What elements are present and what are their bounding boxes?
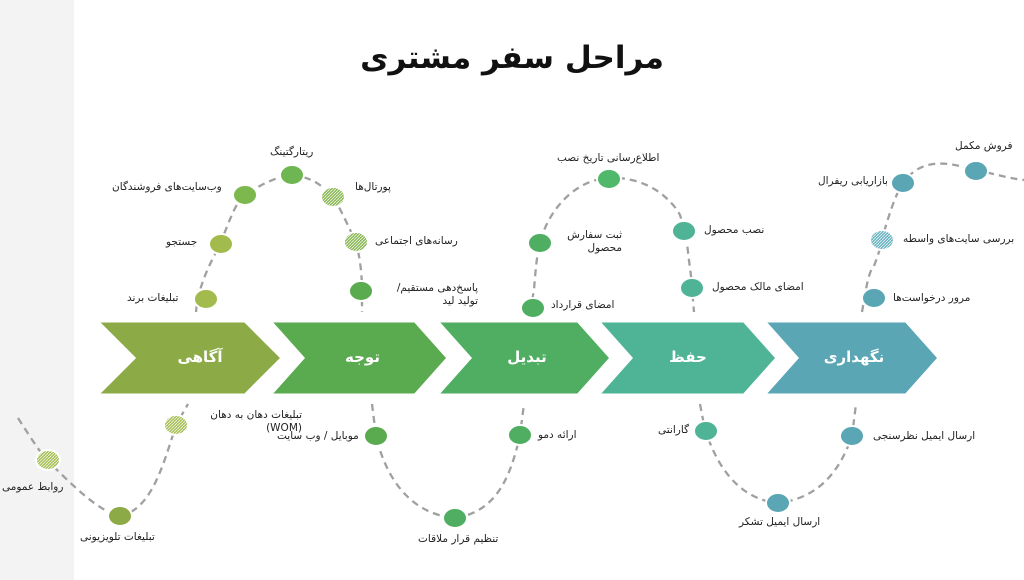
touchpoint-label: فروش مکمل [955, 140, 1013, 152]
touchpoint-label: مرور درخواست‌ها [893, 292, 971, 304]
node-retargeting [279, 164, 305, 186]
touchpoint-label: رسانه‌های اجتماعی [375, 235, 458, 247]
stage-arrow-retention [594, 319, 780, 397]
stage-arrow-awareness [93, 319, 285, 397]
touchpoint-label: امضای قرارداد [551, 299, 615, 311]
node-thank-you-email [765, 492, 791, 514]
stage-label-loyalty: نگهداری [823, 348, 885, 366]
path-consideration-bottom [370, 403, 526, 520]
touchpoint-label: گارانتی [658, 424, 690, 436]
touchpoint-label: جستجو [166, 236, 198, 248]
node-public-relations [35, 449, 61, 471]
node-owner-signature [679, 277, 705, 299]
touchpoint-label: وب‌سایت‌های فروشندگان [112, 181, 222, 193]
touchpoint-label: ثبت سفارش محصول [567, 229, 622, 254]
node-mobile-web [363, 425, 389, 447]
path-retention-bottom [698, 403, 858, 505]
node-word-of-mouth [163, 414, 189, 436]
touchpoint-label: پورتال‌ها [355, 181, 391, 193]
node-warranty [693, 420, 719, 442]
path-awareness-bottom [17, 403, 189, 518]
stage-arrow-consideration [266, 319, 451, 397]
left-margin-strip [0, 0, 74, 580]
stage-arrow-conversion [433, 319, 614, 397]
stage-label-retention: حفظ [669, 348, 707, 366]
node-vendor-websites [232, 184, 258, 206]
touchpoint-label: ارسال ایمیل تشکر [739, 516, 821, 528]
touchpoint-nodes [35, 160, 989, 529]
node-referral-marketing [890, 172, 916, 194]
node-tv-ads [107, 505, 133, 527]
touchpoint-label: بازاریابی ریفرال [818, 175, 888, 187]
node-direct-response [348, 280, 374, 302]
touchpoint-label: تبلیغات تلویزیونی [80, 531, 155, 543]
touchpoint-label: پاسخ‌دهی مستقیم/ تولید لید [396, 282, 478, 307]
touchpoint-label: موبایل / وب سایت [277, 430, 359, 442]
stage-label-conversion: تبدیل [507, 348, 547, 366]
node-product-installation [671, 220, 697, 242]
node-request-review [861, 287, 887, 309]
page-title: مراحل سفر مشتری [360, 40, 664, 76]
node-social-media [343, 231, 369, 253]
node-intermediary-sites [869, 229, 895, 251]
node-install-date [596, 168, 622, 190]
touchpoint-label: امضای مالک محصول [712, 281, 804, 293]
node-product-order [527, 232, 553, 254]
node-search [208, 233, 234, 255]
stage-arrow-loyalty [760, 319, 942, 397]
stage-label-awareness: آگاهی [177, 348, 223, 366]
node-survey-email [839, 425, 865, 447]
touchpoint-label: اطلاع‌رسانی تاریخ نصب [557, 152, 660, 164]
touchpoint-label: ریتارگتینگ [270, 146, 314, 158]
touchpoint-label: نصب محصول [704, 224, 765, 236]
touchpoint-label: بررسی سایت‌های واسطه [903, 233, 1015, 245]
node-cross-selling [963, 160, 989, 182]
node-brand-ads [193, 288, 219, 310]
touchpoint-label: تبلیغات دهان به دهان (WOM) [210, 409, 302, 434]
node-appointment [442, 507, 468, 529]
touchpoint-label: ارائه دمو [538, 429, 577, 441]
stage-chevrons [93, 319, 942, 397]
touchpoint-label: روابط عمومی [2, 481, 64, 493]
path-conversion-top [528, 176, 696, 313]
node-contract-signing [520, 297, 546, 319]
node-demo [507, 424, 533, 446]
stage-label-consideration: توجه [345, 348, 380, 366]
touchpoint-label: تنظیم قرار ملاقات [418, 533, 499, 545]
touchpoint-label: تبلیغات برند [127, 292, 179, 304]
node-portals [320, 186, 346, 208]
touchpoint-label: ارسال ایمیل نظرسنجی [873, 430, 976, 442]
